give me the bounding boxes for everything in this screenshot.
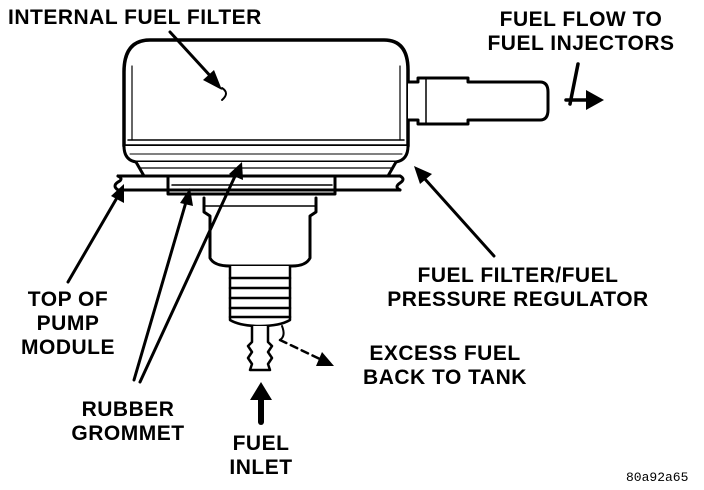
- label-pump-line1: TOP OF: [27, 288, 109, 311]
- label-pump-line2: PUMP: [36, 312, 100, 335]
- ribbed-fitting: [228, 264, 292, 328]
- label-grommet-line1: RUBBER: [81, 398, 175, 421]
- arrow-fuel-flow: [564, 62, 604, 110]
- label-internal-fuel-filter: INTERNAL FUEL FILTER: [8, 6, 262, 29]
- label-fuel-flow-line1: FUEL FLOW TO: [499, 8, 663, 31]
- label-grommet-line2: GROMMET: [71, 422, 185, 445]
- label-inlet-line1: FUEL: [232, 432, 290, 455]
- figure-id: 80a92a65: [626, 470, 689, 485]
- inlet-nipple: [246, 324, 285, 372]
- label-rubber-grommet: RUBBER GROMMET: [50, 398, 206, 446]
- label-fuel-flow-line2: FUEL INJECTORS: [487, 32, 675, 55]
- label-regulator-line1: FUEL FILTER/FUEL: [417, 264, 619, 287]
- label-inlet-line2: INLET: [229, 456, 293, 479]
- arrows-rubber-grommet: [132, 162, 243, 384]
- label-excess-line1: EXCESS FUEL: [369, 342, 521, 365]
- label-fuel-inlet: FUEL INLET: [216, 432, 306, 480]
- arrow-excess-fuel: [278, 338, 334, 366]
- pump-module-plate: [113, 174, 405, 192]
- label-top-of-pump-module: TOP OF PUMP MODULE: [6, 288, 130, 360]
- label-excess-line2: BACK TO TANK: [363, 366, 527, 389]
- arrow-internal-filter: [168, 30, 222, 90]
- label-regulator: FUEL FILTER/FUEL PRESSURE REGULATOR: [368, 264, 668, 312]
- arrow-fuel-inlet: [250, 382, 272, 425]
- arrow-pump-module: [66, 184, 124, 284]
- rubber-grommet: [166, 174, 337, 196]
- label-pump-line3: MODULE: [21, 336, 115, 359]
- arrow-regulator: [414, 166, 496, 258]
- label-excess-fuel: EXCESS FUEL BACK TO TANK: [340, 342, 550, 390]
- label-fuel-flow: FUEL FLOW TO FUEL INJECTORS: [470, 8, 692, 56]
- filter-housing: [122, 38, 410, 178]
- label-regulator-line2: PRESSURE REGULATOR: [387, 288, 649, 311]
- outlet-tube: [406, 76, 550, 126]
